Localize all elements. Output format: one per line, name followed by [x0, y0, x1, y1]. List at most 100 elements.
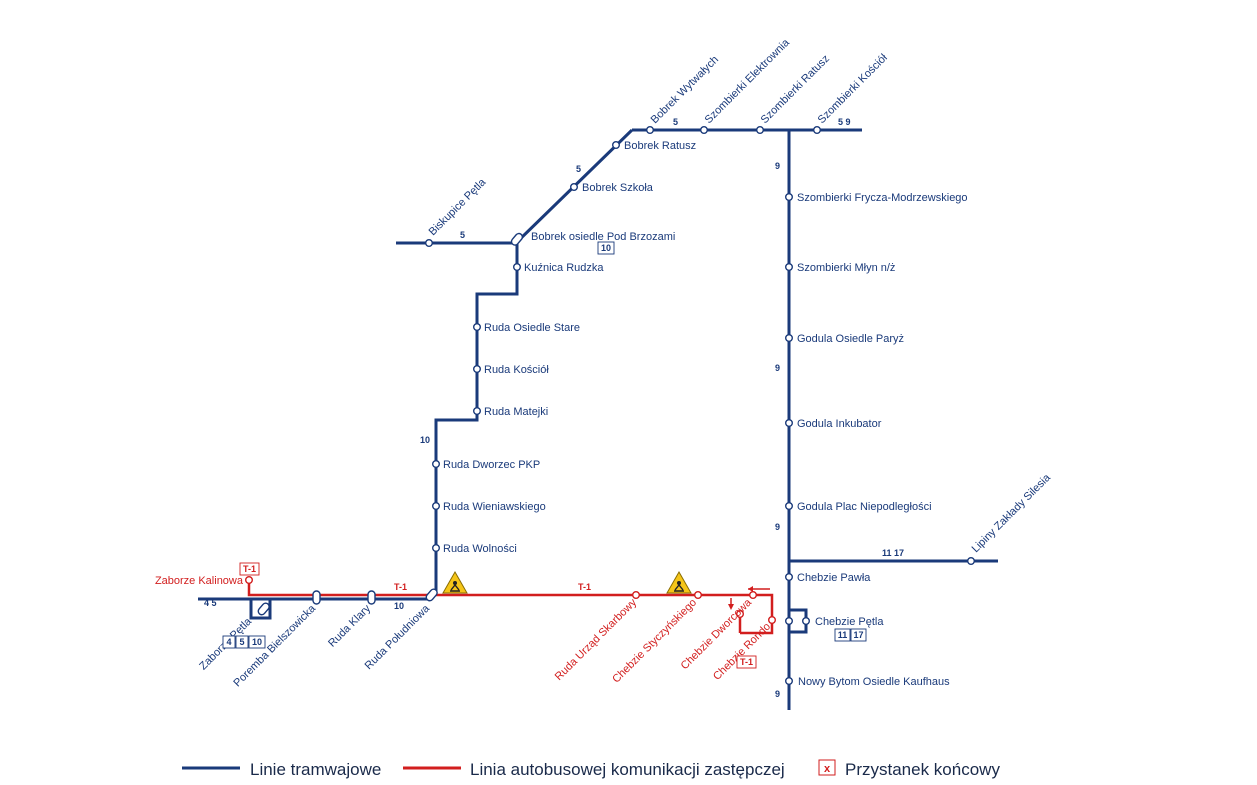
- stop-marker: [432, 544, 441, 553]
- terminus-box: [597, 241, 615, 255]
- roadworks-warning-icon: [442, 570, 468, 594]
- stop-marker: [785, 419, 794, 428]
- terminus-box-label: 5: [239, 637, 244, 647]
- stop-marker-bus: [244, 576, 253, 585]
- stop-label-kuznica-rudzka: Kuźnica Rudzka: [524, 262, 604, 274]
- horizontal-labels: Bobrek Ratusz Bobrek Szkoła Bobrek osied…: [155, 140, 968, 688]
- stop-label-bobrek-szkola: Bobrek Szkoła: [582, 182, 654, 194]
- stop-label-ruda-kosciol: Ruda Kościół: [484, 364, 549, 376]
- transfer-marker: [367, 590, 376, 605]
- tram-line-ruda: [434, 242, 519, 595]
- stop-marker: [785, 263, 794, 272]
- stop-label-nowy-bytom: Nowy Bytom Osiedle Kaufhaus: [798, 676, 950, 688]
- terminus-box: [834, 628, 851, 642]
- arrow-head-icon: [728, 604, 734, 610]
- stop-marker: [473, 365, 482, 374]
- stop-label-ruda-dworzec-pkp: Ruda Dworzec PKP: [443, 459, 540, 471]
- transfer-marker: [510, 232, 524, 246]
- stop-label-szombierki-frycza: Szombierki Frycza-Modrzewskiego: [797, 192, 968, 204]
- legend-terminus-mark: x: [824, 763, 831, 775]
- stop-label-ruda-matejki: Ruda Matejki: [484, 406, 548, 418]
- stop-label-godula-plac: Godula Plac Niepodległości: [797, 501, 932, 513]
- tram-line-zaborze-loop: [249, 599, 272, 620]
- terminus-box-label: 10: [252, 637, 262, 647]
- stop-label-zaborze-kalinowa: Zaborze Kalinowa: [155, 575, 244, 587]
- stop-marker: [785, 502, 794, 511]
- terminus-box-label: T-1: [243, 564, 256, 574]
- stop-marker-bus: [768, 616, 777, 625]
- line-numbers: 5 5 9 5 5 9 9 9 9 11 17 10 10 4 5 T-1 T-…: [204, 117, 904, 699]
- line-number-label: 9: [775, 522, 780, 532]
- terminus-box-bus: [736, 655, 757, 669]
- stop-label-biskupice-petla: Biskupice Pętla: [427, 176, 489, 238]
- stop-marker: [646, 125, 655, 134]
- stop-marker: [570, 182, 579, 191]
- terminus-box: [850, 628, 867, 642]
- legend-bus-label: Linia autobusowej komunikacji zastępczej: [470, 760, 785, 779]
- line-number-label: 10: [394, 601, 404, 611]
- legend-terminus-label: Przystanek końcowy: [845, 760, 1000, 779]
- stop-marker-bus: [736, 610, 745, 619]
- stop-marker: [432, 502, 441, 511]
- terminus-box-label: 17: [853, 630, 863, 640]
- stop-label-ruda-osiedle-stare: Ruda Osiedle Stare: [484, 322, 580, 334]
- stop-label-bobrek-ratusz: Bobrek Ratusz: [624, 140, 696, 152]
- line-number-label: 5: [460, 230, 465, 240]
- terminus-box-label: T-1: [740, 657, 753, 667]
- line-number-label: 5: [673, 117, 678, 127]
- stop-label-ruda-wieniawskiego: Ruda Wieniawskiego: [443, 501, 546, 513]
- stop-marker: [612, 140, 621, 149]
- stop-marker: [785, 573, 794, 582]
- bus-line-label: T-1: [578, 582, 591, 592]
- stop-marker: [785, 192, 794, 201]
- terminus-box-label: 11: [838, 630, 848, 640]
- legend-terminus-icon: [818, 759, 836, 776]
- stop-marker: [967, 557, 976, 566]
- bus-line-label: T-1: [394, 582, 407, 592]
- terminus-box: [248, 635, 266, 649]
- bus-lines: [247, 580, 774, 635]
- rotated-labels: Bobrek Wytwałych Szombierki Elektrownia …: [197, 36, 1053, 689]
- stop-marker: [513, 263, 522, 272]
- legend: Linie tramwajowe Linia autobusowej komun…: [182, 759, 1000, 779]
- stop-marker-bus: [632, 591, 641, 600]
- stop-marker: [425, 238, 434, 247]
- stop-label-godula-inkubator: Godula Inkubator: [797, 418, 882, 430]
- line-number-label: 9: [775, 363, 780, 373]
- line-number-label: 5: [576, 164, 581, 174]
- line-number-label: 10: [420, 435, 430, 445]
- transfer-marker: [257, 602, 270, 616]
- line-number-label: 9: [775, 689, 780, 699]
- stop-marker-bus: [749, 591, 758, 600]
- line-number-label: 11 17: [882, 548, 904, 558]
- stop-label-godula-osiedle-paryz: Godula Osiedle Paryż: [797, 333, 904, 345]
- line-number-label: 5 9: [838, 117, 851, 127]
- stop-label-lipiny: Lipiny Zakłady Silesia: [970, 471, 1054, 555]
- line-number-label: 9: [775, 161, 780, 171]
- stop-label-szombierki-mlyn: Szombierki Młyn n/ż: [797, 262, 895, 274]
- stop-marker: [473, 407, 482, 416]
- bus-line-main: [247, 580, 774, 635]
- transfer-marker: [425, 588, 438, 602]
- stop-label-ruda-poludniowa: Ruda Południowa: [363, 602, 433, 672]
- stop-marker: [432, 460, 441, 469]
- legend-tram-label: Linie tramwajowe: [250, 760, 381, 779]
- terminus-box: [222, 635, 236, 649]
- terminus-boxes: 10 4 5 10 11 17 T-1 T-1: [222, 241, 867, 669]
- arrow-head-icon: [748, 586, 753, 592]
- stop-marker-bus: [694, 591, 703, 600]
- stop-marker: [802, 617, 811, 626]
- terminus-box: [235, 635, 249, 649]
- stop-marker: [785, 334, 794, 343]
- stop-label-chebzie-petla: Chebzie Pętla: [815, 616, 884, 628]
- stop-marker: [785, 677, 794, 686]
- stop-marker: [700, 125, 709, 134]
- terminus-box-label: 4: [226, 637, 231, 647]
- stop-label-ruda-wolnosci: Ruda Wolności: [443, 543, 517, 555]
- stop-marker: [785, 617, 794, 626]
- terminus-box-bus: [239, 562, 260, 576]
- roadworks-warning-icon: [666, 570, 692, 594]
- stop-marker: [756, 125, 765, 134]
- stop-marker: [473, 323, 482, 332]
